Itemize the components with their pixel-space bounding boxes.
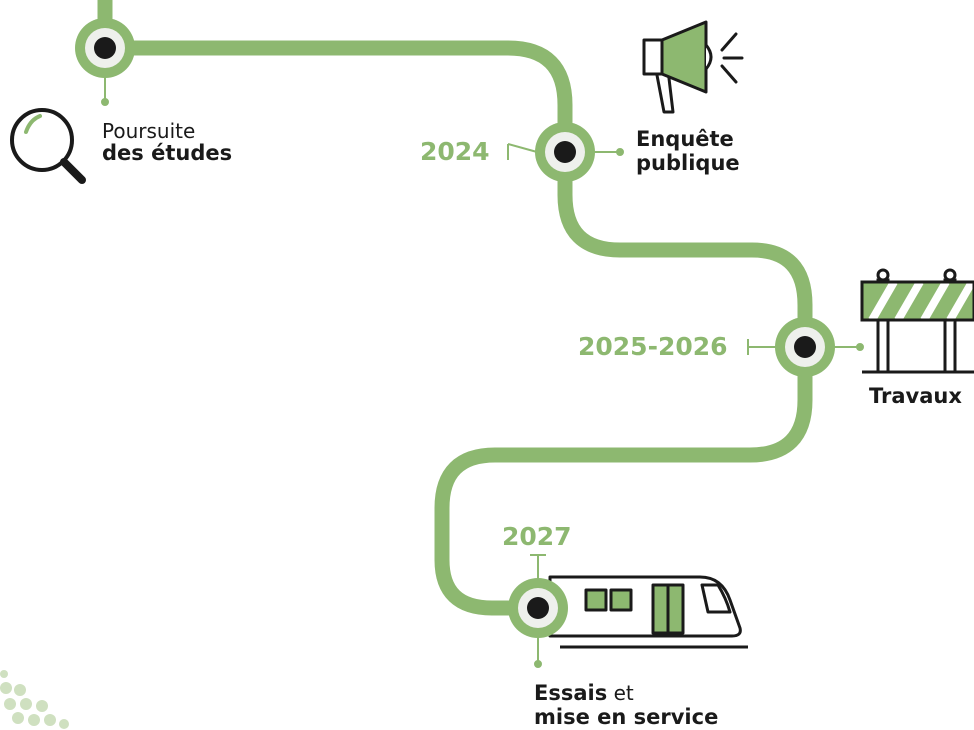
magnifier-icon <box>10 108 86 184</box>
milestone-node-etudes <box>75 18 135 78</box>
connector-ticks <box>101 76 864 668</box>
step-essais-bold: Essais <box>534 681 608 705</box>
step-travaux-line1: Travaux <box>869 384 962 408</box>
barrier-icon <box>860 268 974 374</box>
step-essais-line2: mise en service <box>534 704 719 729</box>
step-label-essais: Essais et mise en service <box>534 681 719 729</box>
step-enquete-line1: Enquête <box>636 127 734 151</box>
year-2024: 2024 <box>420 137 490 166</box>
step-label-etudes: Poursuite des études <box>102 120 232 166</box>
step-essais-rest: et <box>607 681 634 705</box>
step-etudes-line1: Poursuite <box>102 119 196 143</box>
megaphone-icon <box>642 20 744 114</box>
milestone-node-enquete <box>535 122 595 182</box>
step-enquete-line2: publique <box>636 150 740 175</box>
decorative-dots <box>0 670 69 729</box>
year-2025-2026: 2025-2026 <box>578 332 728 361</box>
timeline-path <box>97 0 813 616</box>
tram-icon <box>548 575 748 649</box>
step-etudes-line2: des études <box>102 141 233 166</box>
milestone-node-travaux <box>775 317 835 377</box>
milestone-node-essais <box>508 578 568 638</box>
year-2027: 2027 <box>502 522 572 551</box>
step-label-enquete: Enquête publique <box>636 127 740 175</box>
